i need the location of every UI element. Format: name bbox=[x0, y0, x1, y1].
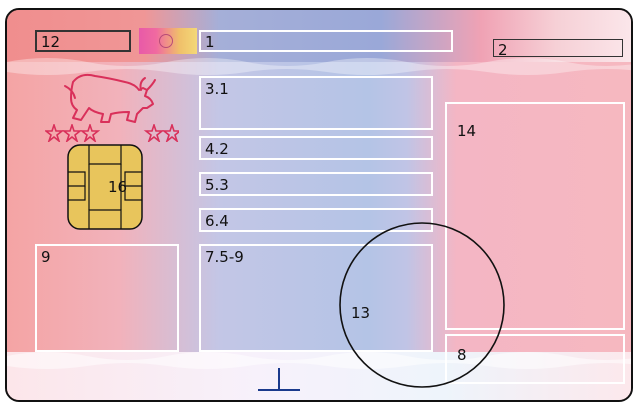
field-12: 12 bbox=[35, 30, 131, 52]
field-16-label: 16 bbox=[108, 178, 128, 196]
chip-icon bbox=[67, 144, 143, 230]
field-1: 1 bbox=[199, 30, 453, 52]
wave-decoration bbox=[7, 58, 631, 369]
field-5-3: 5.3 bbox=[199, 172, 433, 196]
license-card: 12 1 2 bbox=[5, 8, 633, 402]
field-2: 2 bbox=[493, 39, 623, 59]
field-13-circle bbox=[339, 222, 505, 388]
field-8: 8 bbox=[445, 334, 625, 384]
hologram-stripe bbox=[139, 28, 197, 54]
field-4-2: 4.2 bbox=[199, 136, 433, 160]
field-14: 14 bbox=[445, 102, 625, 330]
field-13-label: 13 bbox=[351, 304, 371, 322]
field-9: 9 bbox=[35, 244, 179, 352]
hologram-circle bbox=[159, 34, 173, 48]
bull-emblem-icon bbox=[64, 73, 156, 123]
field-6-4: 6.4 bbox=[199, 208, 433, 232]
top-band bbox=[7, 10, 631, 62]
t-mark-icon bbox=[258, 368, 300, 391]
stars-icon bbox=[45, 124, 179, 142]
field-7-5-9: 7.5-9 bbox=[199, 244, 433, 352]
field-3-1: 3.1 bbox=[199, 76, 433, 130]
